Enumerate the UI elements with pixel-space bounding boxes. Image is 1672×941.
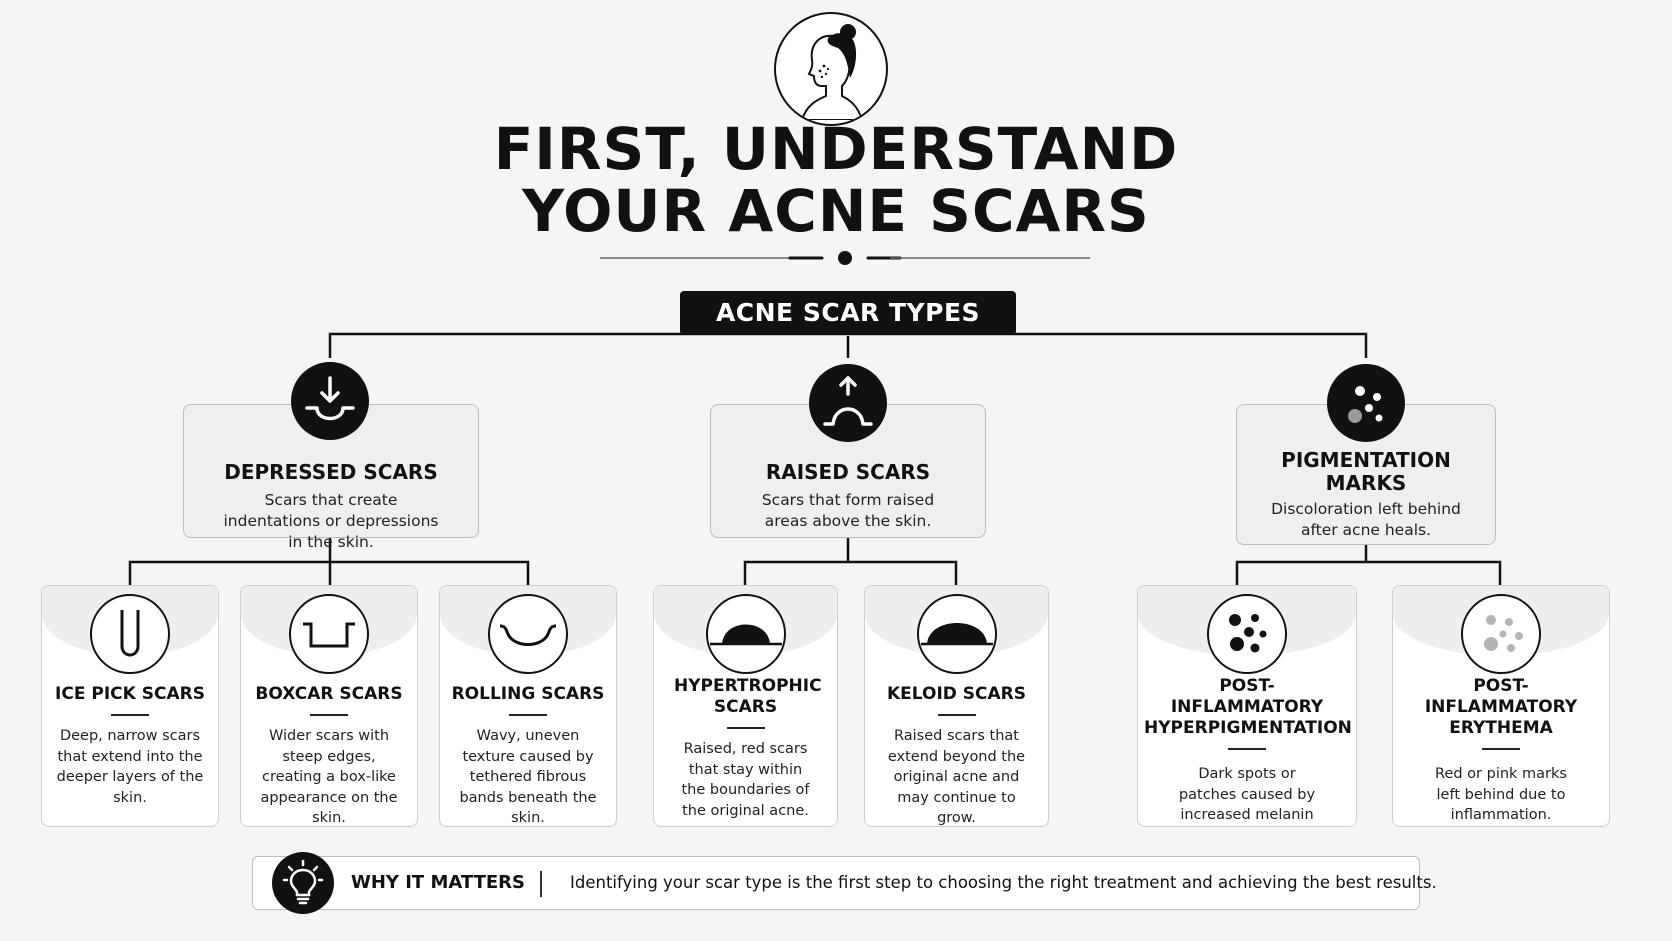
scar-card-rolling: ROLLING SCARS Wavy, uneven texture cause…: [439, 585, 617, 827]
dots-icon: [1327, 364, 1405, 442]
dark-dots-icon: [1207, 594, 1287, 674]
scar-card-erythema: POST-INFLAMMATORY ERYTHEMA Red or pink m…: [1392, 585, 1610, 827]
title-rule: [1228, 748, 1266, 750]
title-rule: [310, 714, 348, 716]
category-title: DEPRESSED SCARS: [224, 460, 438, 484]
why-it-matters-text: Identifying your scar type is the first …: [570, 873, 1437, 892]
scar-description: Deep, narrow scars that extend into the …: [56, 728, 204, 806]
scar-description: Raised, red scars that stay within the b…: [681, 741, 810, 819]
scar-title: ICE PICK SCARS: [55, 684, 205, 704]
why-it-matters-label: WHY IT MATTERS: [351, 872, 525, 893]
scar-card-boxcar: BOXCAR SCARS Wider scars with steep edge…: [240, 585, 418, 827]
scar-title: BOXCAR SCARS: [255, 684, 403, 704]
why-it-matters-box: [252, 856, 1420, 910]
dome-bump-icon: [705, 594, 786, 674]
title-rule: [937, 714, 976, 716]
title-rule: [726, 727, 765, 729]
scar-types-label: ACNE SCAR TYPES: [680, 291, 1016, 335]
scar-description: Wavy, uneven texture caused by tethered …: [459, 728, 597, 826]
scar-description: Dark spots or patches caused by increase…: [1178, 766, 1316, 823]
narrow-u-icon: [90, 594, 170, 674]
shallow-curve-icon: [488, 594, 568, 674]
separator: [540, 871, 542, 897]
scar-title: KELOID SCARS: [886, 684, 1027, 704]
scar-title: ROLLING SCARS: [451, 684, 605, 704]
category-description: Scars that form raised areas above the s…: [761, 491, 935, 530]
title-divider: [600, 251, 1090, 265]
title-rule: [509, 714, 547, 716]
scar-card-hyperpigmentation: POST-INFLAMMATORY HYPERPIGMENTATION Dark…: [1137, 585, 1357, 827]
category-title: PIGMENTATION MARKS: [1281, 448, 1451, 495]
box-pit-icon: [289, 594, 369, 674]
title-rule: [1482, 748, 1520, 750]
scar-card-keloid: KELOID SCARS Raised scars that extend be…: [864, 585, 1049, 827]
category-pigmentation-marks: PIGMENTATION MARKS Discoloration left be…: [1236, 404, 1496, 545]
scar-title: POST-INFLAMMATORY HYPERPIGMENTATION: [1144, 676, 1352, 738]
scar-description: Wider scars with steep edges, creating a…: [260, 728, 398, 826]
scar-card-hypertrophic: HYPERTROPHIC SCARS Raised, red scars tha…: [653, 585, 838, 827]
arrow-down-into-pit-icon: [291, 362, 369, 440]
scar-card-ice-pick: ICE PICK SCARS Deep, narrow scars that e…: [41, 585, 219, 827]
category-description: Discoloration left behind after acne hea…: [1271, 500, 1461, 539]
woman-with-acne-icon: [774, 12, 888, 126]
scar-description: Red or pink marks left behind due to inf…: [1435, 766, 1567, 823]
title-line-2: YOUR ACNE SCARS: [522, 177, 1150, 245]
page-title: FIRST, UNDERSTAND YOUR ACNE SCARS: [0, 118, 1672, 242]
scar-title: HYPERTROPHIC SCARS: [674, 676, 822, 717]
category-description: Scars that create indentations or depres…: [223, 491, 439, 551]
scar-title: POST-INFLAMMATORY ERYTHEMA: [1424, 676, 1578, 738]
dome-bump-icon: [916, 594, 997, 674]
title-rule: [111, 714, 149, 716]
lightbulb-icon: [272, 852, 334, 914]
category-title: RAISED SCARS: [765, 460, 931, 484]
scar-description: Raised scars that extend beyond the orig…: [887, 728, 1026, 826]
arrow-up-over-bump-icon: [809, 364, 887, 442]
light-dots-icon: [1461, 594, 1541, 674]
title-line-1: FIRST, UNDERSTAND: [493, 115, 1179, 183]
